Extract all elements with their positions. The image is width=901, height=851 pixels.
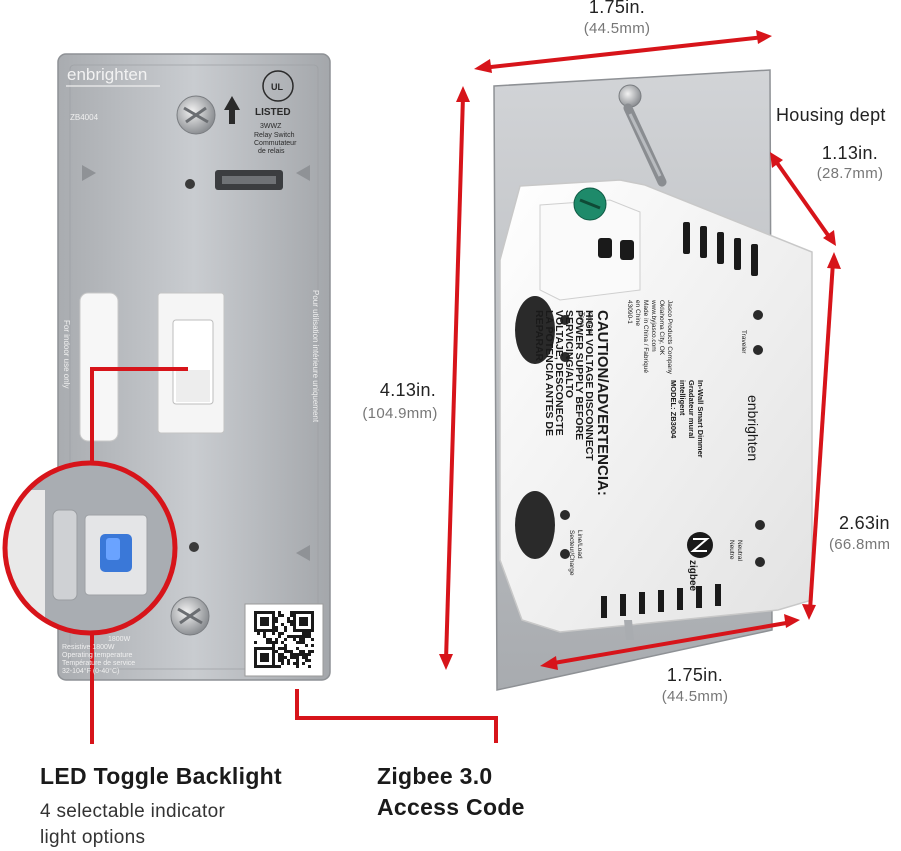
led-feature-sub-1: 4 selectable indicator — [40, 801, 226, 822]
qr-code-icon — [254, 611, 314, 668]
product-line-2: Gradateur mural — [687, 380, 696, 438]
cert-desc-2: Commutateur — [254, 140, 297, 147]
bottom-screw-icon — [170, 596, 210, 636]
ul-listed-text: LISTED — [255, 107, 291, 118]
dim-arrow-height — [444, 95, 465, 661]
dimension-arrows — [439, 30, 841, 670]
plate-triangle-left — [82, 165, 96, 181]
plate-side-text-left: For indoor use only — [62, 320, 71, 388]
plate-triangle-right-low — [296, 545, 310, 561]
plate-model: ZB4004 — [70, 113, 99, 122]
plate-hole — [189, 542, 199, 552]
company-line-2: Oklahoma City, OK — [658, 300, 665, 356]
ul-mark-icon — [262, 70, 294, 102]
dim-top-width-mm: (44.5mm) — [583, 20, 651, 37]
housing-brand: enbrighten — [745, 395, 761, 461]
plate-triangle-right — [296, 165, 310, 181]
zigbee-label: zigbee — [687, 560, 698, 592]
zigbee-feature-title-1: Zigbee 3.0 — [377, 763, 493, 789]
cert-desc-3: de relais — [258, 148, 285, 155]
terminal-neutral-fr: Neutre — [728, 540, 735, 560]
caution-line-6: LA POTENCIA ANTES DE — [543, 310, 555, 436]
ul-mark-text: UL — [271, 82, 283, 92]
dim-arrow-housing-height — [808, 261, 835, 611]
terminal-well-bottom — [515, 491, 555, 559]
led-feature-title: LED Toggle Backlight — [40, 763, 282, 789]
rating-line-2: Resistive 1800W — [62, 644, 115, 651]
terminal-ground: Ground — [586, 312, 593, 334]
plate-hole — [185, 179, 195, 189]
rating-line-3: Operating temperature — [62, 652, 133, 659]
company-line-3: www.byjasco.com — [650, 299, 657, 352]
dim-depth-label: Housing dept — [776, 105, 886, 125]
dim-height-in: 4.13in. — [379, 380, 437, 400]
product-line-1: In-Wall Smart Dimmer — [696, 380, 705, 458]
dim-housing-height-in: 2.63in — [839, 513, 890, 533]
led-feature-sub-2: light options — [40, 827, 146, 848]
dim-depth-in: 1.13in. — [821, 143, 879, 163]
dim-bottom-width-in: 1.75in. — [666, 665, 724, 685]
terminal-traveler: Traveler — [740, 330, 747, 354]
cert-desc-1: Relay Switch — [254, 132, 295, 139]
caution-line-4: SERVICING/ALTO — [563, 310, 575, 398]
housing-model: MODEL: ZB3004 — [669, 380, 678, 439]
dim-depth-mm: (28.7mm) — [816, 165, 884, 182]
caution-line-3: POWER SUPPLY BEFORE — [573, 310, 585, 440]
terminal-ground-fr: Terre — [578, 312, 585, 327]
caution-line-1: CAUTION/ADVERTENCIA: — [594, 310, 611, 496]
led-callout-line-top — [90, 367, 188, 462]
rating-line-4: Température de service — [62, 660, 135, 667]
dim-arrow-depth — [773, 158, 832, 240]
up-arrow-icon — [224, 96, 240, 124]
zigbee-callout-line — [295, 689, 498, 743]
side-housing-view: CAUTION/ADVERTENCIA: HIGH VOLTAGE DISCON… — [493, 69, 813, 691]
rating-line-5: 32-104°F (0-40°C) — [62, 667, 119, 675]
dim-arrow-top-width — [481, 35, 765, 70]
cert-code: 3WWZ — [260, 123, 282, 130]
dim-top-width-in: 1.75in. — [588, 0, 646, 17]
terminal-well-top — [515, 296, 555, 364]
dim-bottom-width-mm: (44.5mm) — [661, 688, 729, 705]
zigbee-feature-title-2: Access Code — [377, 794, 525, 820]
terminal-line-fr: Secteur/Charge — [568, 530, 575, 576]
top-screw-icon — [176, 95, 216, 135]
terminal-neutral: Neutral — [736, 540, 743, 562]
plate-side-text-right: Pour utilisation intérieure uniquement — [311, 290, 320, 423]
terminal-line: Line/Load — [576, 530, 583, 559]
rating-line-1: 1800W — [108, 636, 131, 643]
caution-line-7: REPARAR — [533, 310, 545, 362]
caution-line-5: VOLTAJE, DESCONECTE — [553, 310, 565, 436]
company-line-4: Made in China / Fabriqué — [642, 300, 649, 373]
company-line-5: en Chine — [634, 300, 641, 326]
led-zoom-callout — [2, 460, 178, 636]
caution-line-2: HIGH VOLTAGE DISCONNECT — [583, 310, 595, 461]
plate-brand: enbrighten — [67, 65, 147, 84]
dim-housing-height-mm: (66.8mm — [829, 536, 891, 553]
dim-height-mm: (104.9mm) — [362, 405, 438, 422]
dim-arrow-bottom-width — [547, 620, 793, 666]
company-line-1: Jasco Products Company — [666, 300, 673, 375]
company-line-6: 43090-1 — [626, 300, 633, 324]
housing-vents — [601, 222, 758, 618]
product-line-3: intelligent — [678, 380, 687, 416]
